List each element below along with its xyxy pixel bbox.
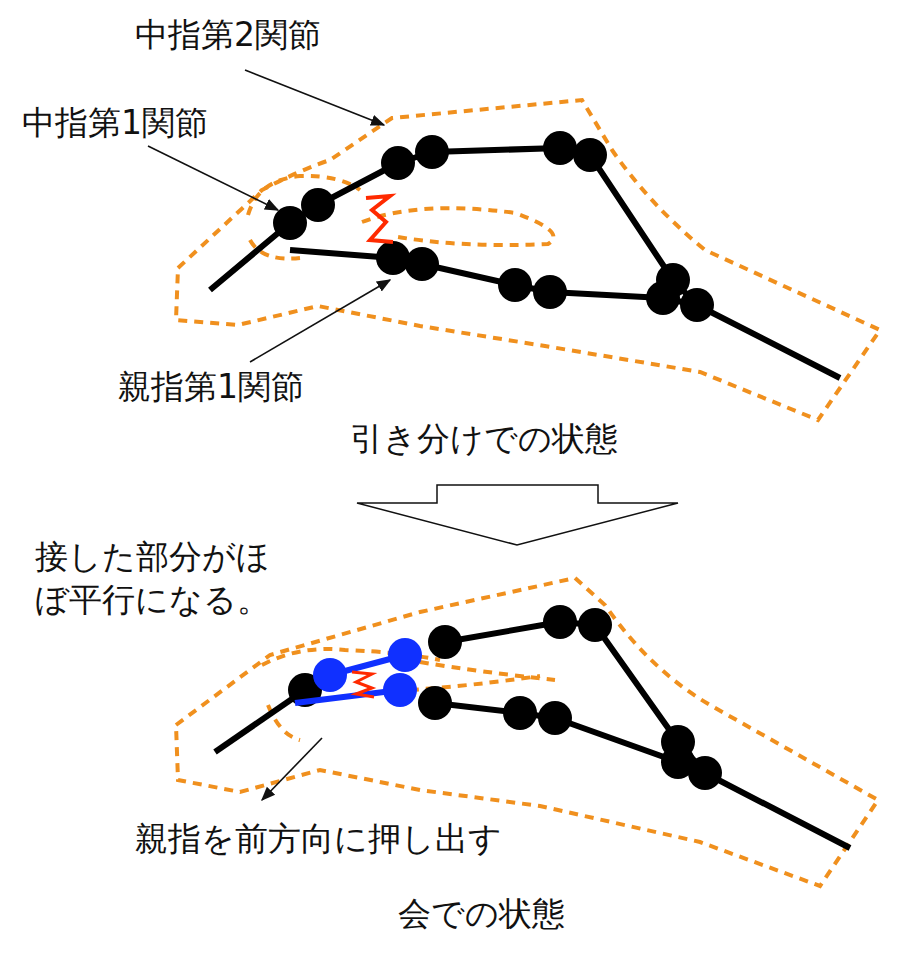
- label-text: 会での状態: [398, 893, 565, 936]
- finger-joints: [273, 131, 714, 322]
- transition-arrow: [357, 485, 678, 545]
- label-text: 親指を前方向に押し出す: [135, 818, 502, 861]
- contact-spring: [366, 196, 393, 242]
- label-text: 引き分けでの状態: [350, 418, 618, 461]
- finger-joints: [288, 605, 722, 790]
- finger-bones: [215, 622, 850, 848]
- finger-bones: [210, 148, 840, 378]
- label-text: 親指第1関節: [118, 366, 304, 409]
- label-text: 接した部分がほ ぼ平行になる。: [35, 536, 279, 622]
- push-arrow: [262, 738, 322, 800]
- label-text: 中指第1関節: [22, 102, 208, 145]
- parallel-contact: [295, 638, 422, 707]
- label-text: 中指第2関節: [135, 14, 321, 57]
